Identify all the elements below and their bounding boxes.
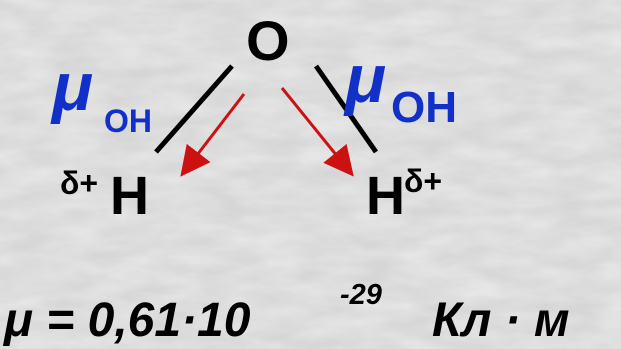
dipole-subscript-left: OH bbox=[104, 103, 152, 139]
dipole-arrow-right bbox=[280, 87, 354, 177]
charge-left: δ+ bbox=[60, 165, 98, 201]
formula-units: Кл · м bbox=[432, 294, 570, 347]
dipole-subscript-right: OH bbox=[391, 83, 457, 132]
formula-exponent: -29 bbox=[340, 279, 382, 311]
dipole-symbol-right: μ bbox=[343, 41, 386, 117]
charge-right: δ+ bbox=[404, 163, 442, 199]
atom-oxygen: O bbox=[246, 9, 290, 72]
dipole-arrow-left bbox=[180, 93, 246, 177]
bond-right bbox=[313, 64, 379, 154]
dipole-symbol-left: μ bbox=[50, 49, 93, 125]
bond-left bbox=[154, 64, 234, 154]
atom-hydrogen-left: H bbox=[110, 166, 149, 226]
atom-hydrogen-right: H bbox=[366, 166, 405, 226]
formula-lhs: μ = 0,61·10 bbox=[2, 294, 251, 347]
